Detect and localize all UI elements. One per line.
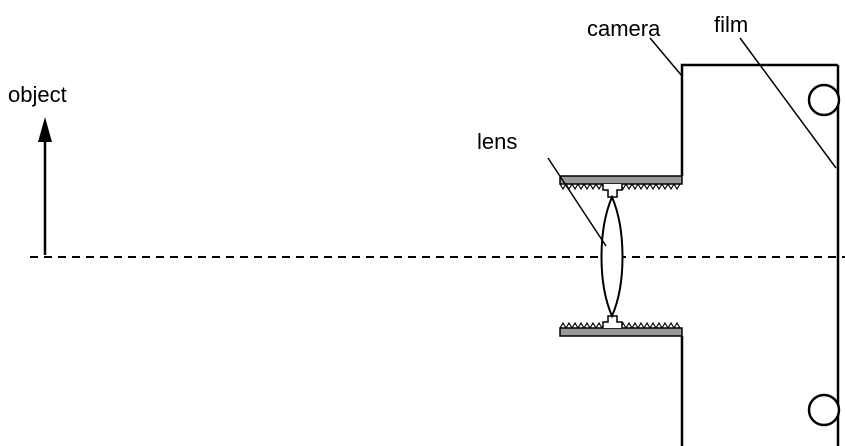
leader-lens xyxy=(547,157,607,247)
leader-film xyxy=(739,37,837,169)
camera-label: camera xyxy=(587,16,661,41)
leader-camera xyxy=(649,37,683,77)
object-label: object xyxy=(8,82,67,107)
lens-mount-upper xyxy=(559,175,683,198)
lens-label: lens xyxy=(477,129,518,154)
film-spool-top xyxy=(807,83,841,117)
film-label: film xyxy=(714,12,749,37)
object-arrow-head xyxy=(38,117,52,142)
lens xyxy=(600,194,624,319)
lens-mount-lower xyxy=(559,315,683,337)
film-spool-bottom xyxy=(807,393,841,427)
camera-body-top xyxy=(680,63,838,176)
